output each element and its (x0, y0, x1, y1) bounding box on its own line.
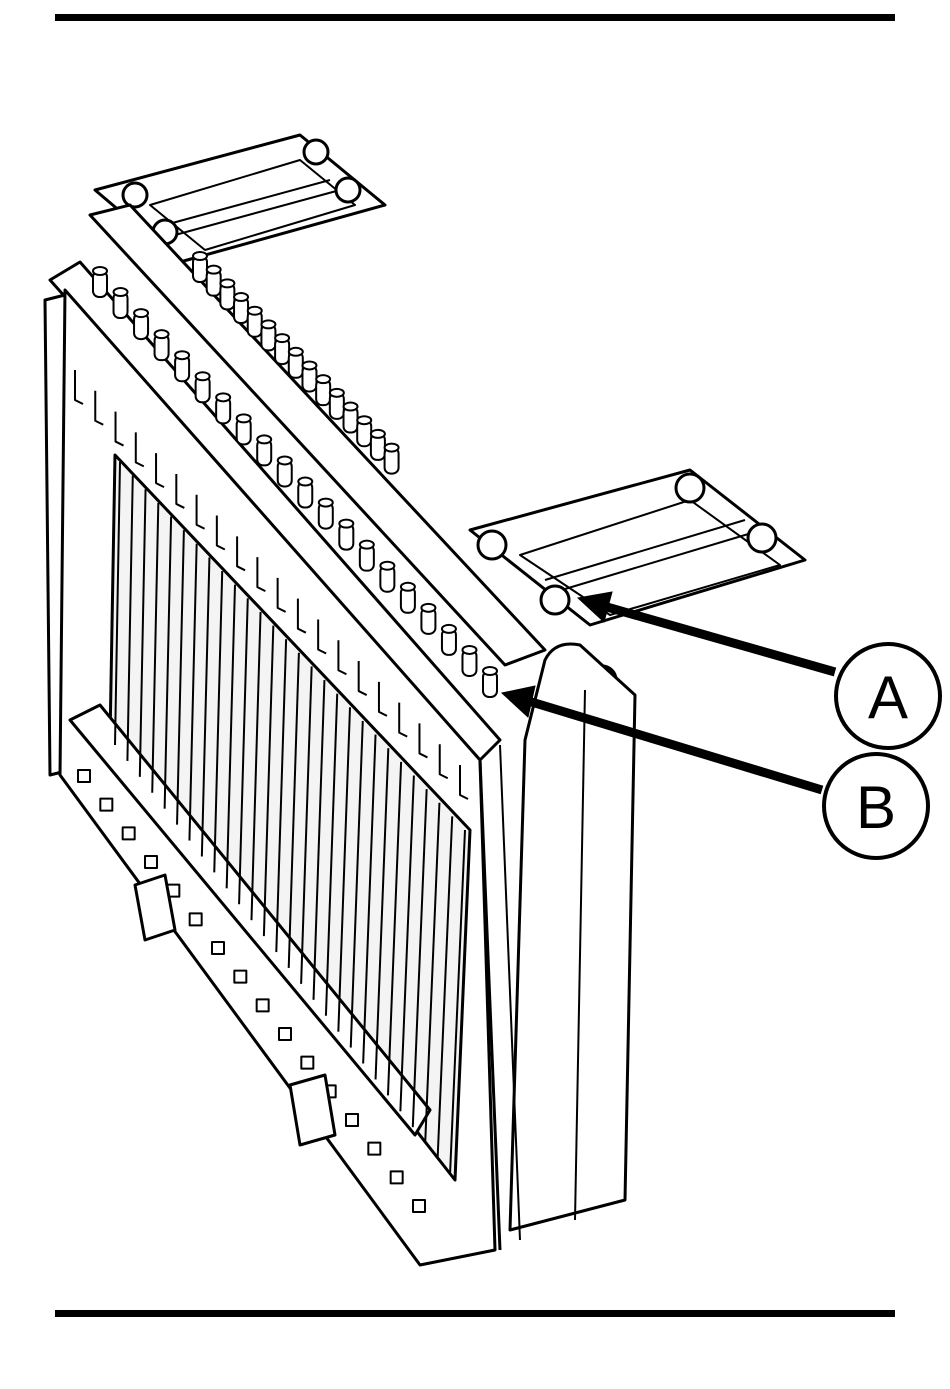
tube-cap (357, 416, 371, 424)
tube-cap (261, 320, 275, 328)
lug (212, 942, 224, 954)
tube-cap (344, 403, 358, 411)
tube-cap (289, 348, 303, 356)
tube-cap (220, 279, 234, 287)
tube-cap (278, 456, 292, 464)
top-rule (55, 14, 895, 21)
lug (145, 856, 157, 868)
tube-cap (216, 393, 230, 401)
lug (123, 827, 135, 839)
tube-cap (93, 267, 107, 275)
tube-cap (196, 372, 210, 380)
tube-cap (175, 351, 189, 359)
radiator-assembly (45, 135, 805, 1265)
lug (234, 971, 246, 983)
callout-a-label: A (868, 664, 908, 731)
tube-cap (385, 444, 399, 452)
tube-cap (339, 520, 353, 528)
lug (78, 770, 90, 782)
lug (257, 999, 269, 1011)
tube-cap (237, 414, 251, 422)
lug (346, 1114, 358, 1126)
tube-cap (316, 375, 330, 383)
lug (301, 1057, 313, 1069)
tube-cap (319, 499, 333, 507)
lug (391, 1171, 403, 1183)
tube-cap (401, 583, 415, 591)
tube-cap (234, 293, 248, 301)
callout-b-label: B (856, 774, 896, 841)
arrowhead-b (502, 686, 535, 717)
tube-cap (155, 330, 169, 338)
tube-cap (360, 541, 374, 549)
tube-cap (442, 625, 456, 633)
tube-cap (207, 266, 221, 274)
tube-cap (421, 604, 435, 612)
tube-cap (330, 389, 344, 397)
tube-cap (134, 309, 148, 317)
lug (190, 913, 202, 925)
callout-b: B (824, 754, 928, 858)
lug (368, 1143, 380, 1155)
bottom-rule (55, 1310, 895, 1317)
tube-cap (248, 307, 262, 315)
tube-cap (302, 361, 316, 369)
lug (100, 799, 112, 811)
tube-cap (380, 562, 394, 570)
leader-line-a (600, 605, 835, 672)
tube-cap (114, 288, 128, 296)
tube-cap (483, 667, 497, 675)
tube-cap (193, 252, 207, 260)
lug (413, 1200, 425, 1212)
callout-a: A (836, 644, 940, 748)
tube-cap (371, 430, 385, 438)
tube-cap (298, 478, 312, 486)
lug (279, 1028, 291, 1040)
support-foot-right (290, 1075, 335, 1145)
tube-cap (257, 435, 271, 443)
tube-cap (275, 334, 289, 342)
tube-cap (462, 646, 476, 654)
